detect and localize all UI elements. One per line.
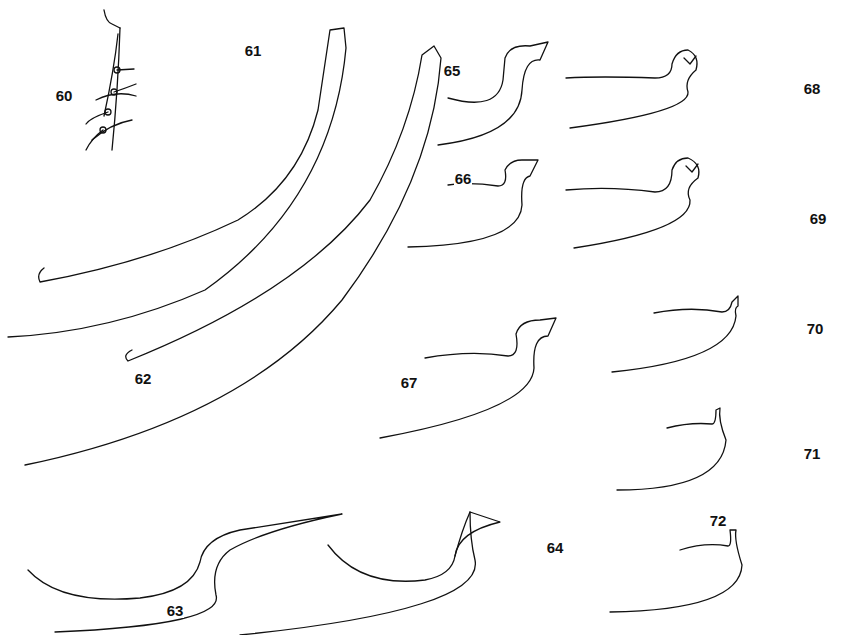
figure-number: 64: [546, 540, 565, 555]
genital-sclerite: [28, 514, 342, 632]
genital-sclerite: [25, 46, 441, 465]
genital-sclerite: [438, 42, 548, 145]
genital-sclerite: [455, 512, 470, 556]
genital-sclerite: [8, 28, 346, 337]
figure-number: 62: [134, 371, 153, 386]
figure-number: 70: [806, 321, 825, 336]
genital-sclerite: [566, 158, 699, 248]
figure-number: 72: [709, 513, 728, 528]
genital-sclerite: [610, 530, 742, 612]
genital-sclerite: [408, 160, 538, 247]
genital-sclerite: [566, 50, 697, 128]
figure-number: 68: [803, 81, 822, 96]
figure-number: 69: [809, 211, 828, 226]
figure-number: 65: [443, 63, 462, 78]
figure-number: 60: [55, 88, 74, 103]
genital-sclerite: [686, 164, 698, 172]
genital-sclerite: [612, 296, 738, 372]
genital-sclerite: [617, 408, 726, 490]
figure-number: 63: [166, 603, 185, 618]
figure-number: 71: [803, 446, 822, 461]
genital-sclerite: [380, 318, 556, 438]
genital-sclerite: [684, 56, 696, 64]
genital-sclerite: [240, 512, 500, 635]
figure-number: 66: [454, 171, 473, 186]
setae-detail: [86, 10, 136, 150]
figure-number: 67: [400, 375, 419, 390]
figure-number: 61: [244, 43, 263, 58]
